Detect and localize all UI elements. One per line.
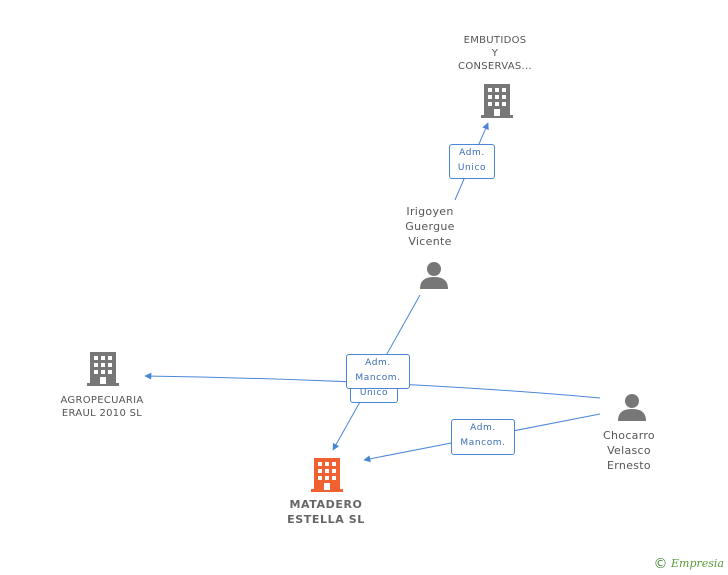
footer-brand[interactable]: © Empresia xyxy=(654,556,725,572)
node-label-line: Irigoyen xyxy=(406,205,454,218)
building-icon[interactable] xyxy=(87,352,119,386)
person-icon[interactable] xyxy=(617,392,647,422)
edge-label-line: Adm. xyxy=(470,423,496,433)
edge-label-adm-mancom-right[interactable]: Adm. Mancom. xyxy=(451,419,515,455)
brand-logo: Empresia xyxy=(671,557,724,570)
node-label-line: EMBUTIDOS xyxy=(463,35,527,46)
edge-label-adm-mancom-mid[interactable]: Adm. Mancom. xyxy=(346,354,410,389)
edge-label-adm-unico[interactable]: Adm. Unico xyxy=(449,144,495,179)
edge-label-line: Mancom. xyxy=(460,438,506,448)
node-label-chocarro[interactable]: Chocarro Velasco Ernesto xyxy=(588,428,670,473)
person-icon[interactable] xyxy=(419,260,449,290)
node-label-matadero[interactable]: MATADERO ESTELLA SL xyxy=(268,497,384,527)
edge-label-line: Mancom. xyxy=(355,373,401,383)
edge-label-line: Adm. xyxy=(365,358,391,368)
edge-label-line: Unico xyxy=(359,388,389,398)
building-icon[interactable] xyxy=(481,84,513,118)
node-label-line: Ernesto xyxy=(607,459,651,472)
node-label-line: Vicente xyxy=(408,235,452,248)
edge-label-line: Unico xyxy=(457,163,487,173)
edge-label-line: Adm. xyxy=(459,148,485,158)
node-label-line: Y xyxy=(491,48,499,59)
node-label-line: Velasco xyxy=(607,444,651,457)
copyright-icon: © xyxy=(653,556,668,572)
node-label-agropecuaria[interactable]: AGROPECUARIA ERAUL 2010 SL xyxy=(40,394,164,420)
node-label-line: ESTELLA SL xyxy=(287,513,365,526)
node-label-line: MATADERO xyxy=(289,498,363,511)
node-label-line: Chocarro xyxy=(603,429,655,442)
node-label-line: CONSERVAS... xyxy=(458,61,532,72)
node-label-irigoyen[interactable]: Irigoyen Guergue Vicente xyxy=(390,204,470,249)
node-label-line: ERAUL 2010 SL xyxy=(61,408,143,419)
node-label-embutidos[interactable]: EMBUTIDOS Y CONSERVAS... xyxy=(440,34,550,73)
node-label-line: Guergue xyxy=(405,220,455,233)
building-icon-focus[interactable] xyxy=(311,458,343,492)
node-label-line: AGROPECUARIA xyxy=(60,395,144,406)
